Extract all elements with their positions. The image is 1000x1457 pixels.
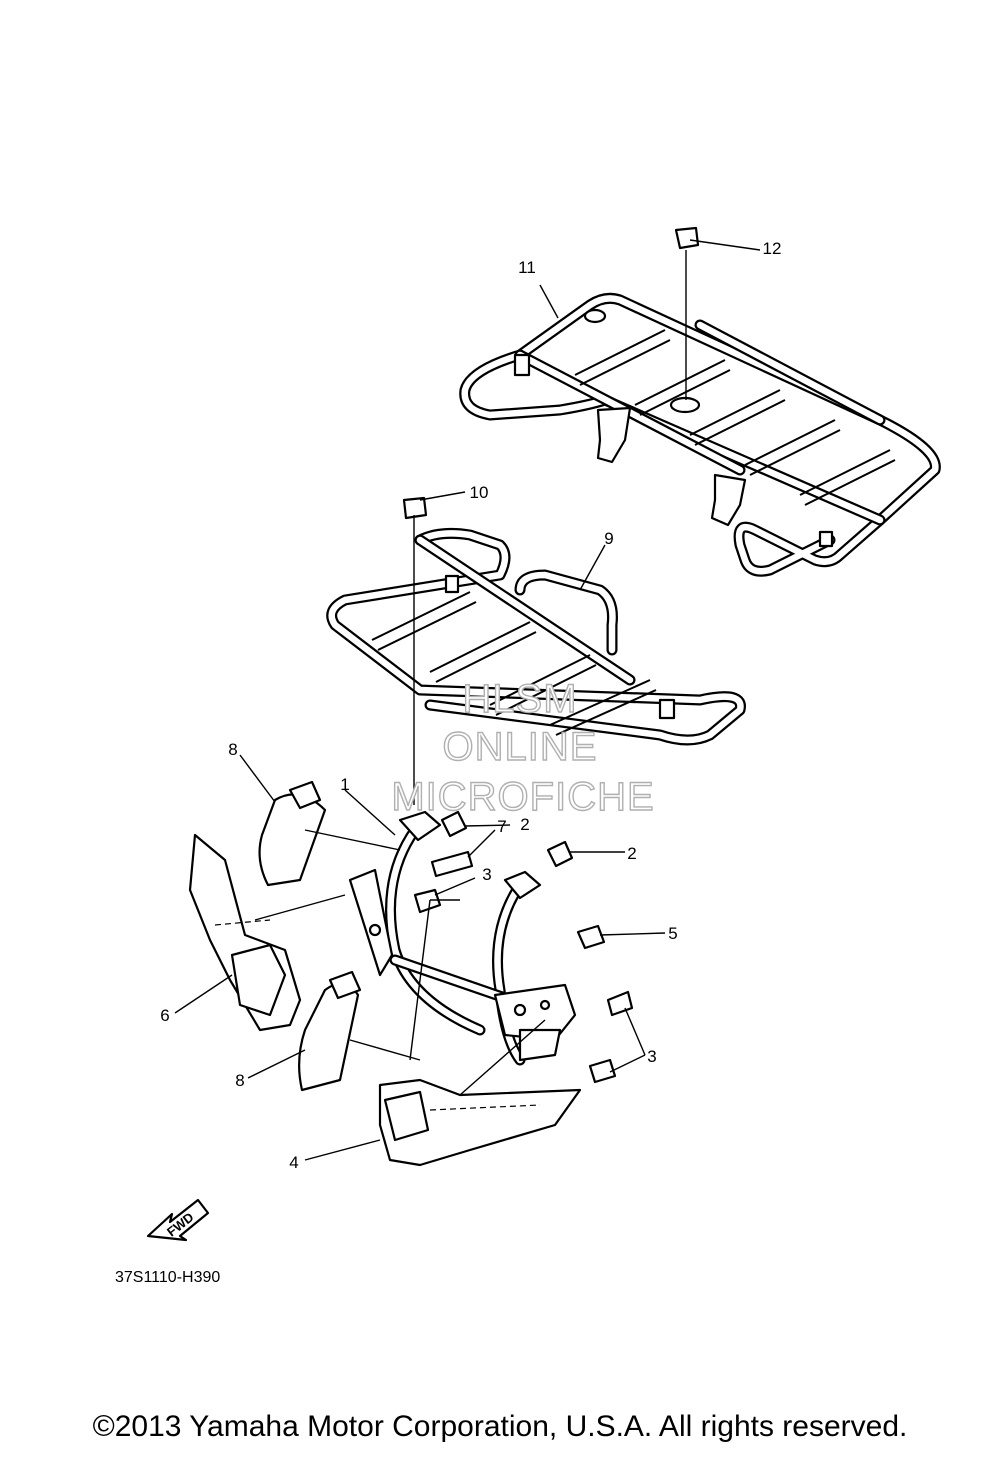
watermark: HLSM ONLINE MICROFICHE (391, 676, 655, 819)
callout-11: 11 (518, 258, 536, 277)
callout-3-upper: 3 (482, 865, 491, 884)
leader-lines (174, 239, 761, 1161)
callout-9: 9 (604, 529, 613, 548)
front-carrier (326, 527, 746, 746)
guards (188, 833, 582, 1167)
watermark-line-1: HLSM (462, 677, 577, 721)
copyright-notice: ©2013 Yamaha Motor Corporation, U.S.A. A… (92, 1410, 908, 1443)
watermark-line-3: MICROFICHE (391, 775, 654, 819)
watermark-line-2: ONLINE (443, 725, 598, 769)
callout-3-lower: 3 (647, 1047, 656, 1066)
callout-2-lower: 2 (627, 844, 636, 863)
carrier-bracket (348, 810, 577, 1066)
callout-12: 12 (763, 239, 782, 258)
diagram-code: 37S1110-H390 (115, 1269, 220, 1286)
callout-8-upper: 8 (228, 740, 237, 759)
callouts: 1 2 2 3 3 4 5 6 7 8 8 9 10 11 12 (160, 239, 781, 1172)
callout-10: 10 (470, 483, 489, 502)
hardware (402, 226, 700, 1084)
callout-7: 7 (497, 817, 506, 836)
fwd-arrow-icon: FWD (146, 1198, 210, 1242)
callout-6: 6 (160, 1006, 169, 1025)
rear-carrier (459, 292, 941, 577)
side-covers (258, 780, 362, 1092)
callout-5: 5 (668, 924, 677, 943)
callout-8-lower: 8 (235, 1071, 244, 1090)
callout-2-upper: 2 (520, 815, 529, 834)
callout-1: 1 (340, 775, 349, 794)
callout-4: 4 (289, 1153, 298, 1172)
